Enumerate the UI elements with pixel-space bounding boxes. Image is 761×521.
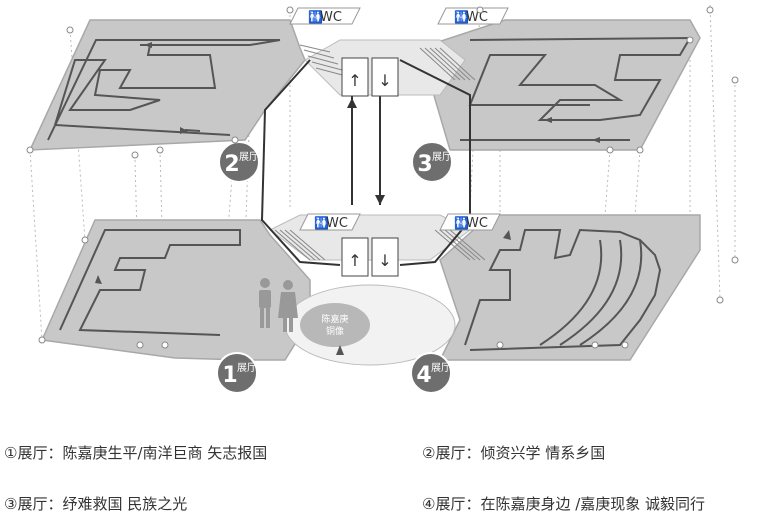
hall-badge-2: 2 展厅 <box>218 141 260 183</box>
svg-text:展厅: 展厅 <box>237 362 257 374</box>
svg-text:4: 4 <box>416 363 431 388</box>
arrow-down-icon: ↓ <box>378 71 391 90</box>
elevator-lower: ↑ ↓ <box>341 237 399 277</box>
wc-upper-right: 🚻 WC <box>437 7 509 25</box>
hall-2-floor <box>28 19 306 151</box>
hall-3-floor <box>419 19 701 151</box>
arrow-down-icon: ↓ <box>378 251 391 270</box>
svg-text:WC: WC <box>466 10 488 25</box>
statue-area: 陈嘉庚 铜像 <box>284 284 456 366</box>
svg-text:展厅: 展厅 <box>432 151 452 163</box>
svg-text:WC: WC <box>320 10 342 25</box>
museum-floor-diagram: ↑ ↓ ↑ ↓ 🚻 WC 🚻 WC 🚻 WC 🚻 WC 陈嘉庚 铜像 <box>26 4 739 394</box>
visitors-icon <box>259 278 298 332</box>
elevator-upper: ↑ ↓ <box>341 57 399 97</box>
svg-text:展厅: 展厅 <box>239 151 259 163</box>
legend-hall-1: ①展厅：陈嘉庚生平/南洋巨商 矢志报国 <box>4 444 268 462</box>
hall-badge-4: 4 展厅 <box>410 352 452 394</box>
staircases <box>274 44 486 261</box>
hall-badge-1: 1 展厅 <box>216 352 258 394</box>
svg-text:3: 3 <box>417 152 432 177</box>
svg-text:展厅: 展厅 <box>431 362 451 374</box>
wc-upper-left: 🚻 WC <box>289 7 361 25</box>
restroom-icon: 🚻 <box>308 10 323 24</box>
wc-lower-left: 🚻 WC <box>299 213 361 231</box>
column-markers <box>26 6 739 349</box>
restroom-icon: 🚻 <box>454 10 469 24</box>
arrow-up-icon: ↑ <box>348 71 361 90</box>
svg-text:1: 1 <box>222 363 237 388</box>
svg-text:陈嘉庚: 陈嘉庚 <box>321 313 348 325</box>
legend-hall-3: ③展厅：纾难救国 民族之光 <box>4 495 188 513</box>
legend-hall-4: ④展厅：在陈嘉庚身边 /嘉庚现象 诚毅同行 <box>422 495 706 513</box>
svg-text:WC: WC <box>466 216 488 231</box>
legend-hall-2: ②展厅：倾资兴学 情系乡国 <box>422 444 606 462</box>
arrow-up-icon: ↑ <box>348 251 361 270</box>
svg-text:铜像: 铜像 <box>326 325 344 337</box>
restroom-icon: 🚻 <box>454 216 469 230</box>
restroom-icon: 🚻 <box>314 216 329 230</box>
svg-text:2: 2 <box>224 152 239 177</box>
hall-badge-3: 3 展厅 <box>411 141 453 183</box>
wc-lower-right: 🚻 WC <box>439 213 501 231</box>
svg-text:WC: WC <box>326 216 348 231</box>
hall-4-floor <box>438 214 701 361</box>
